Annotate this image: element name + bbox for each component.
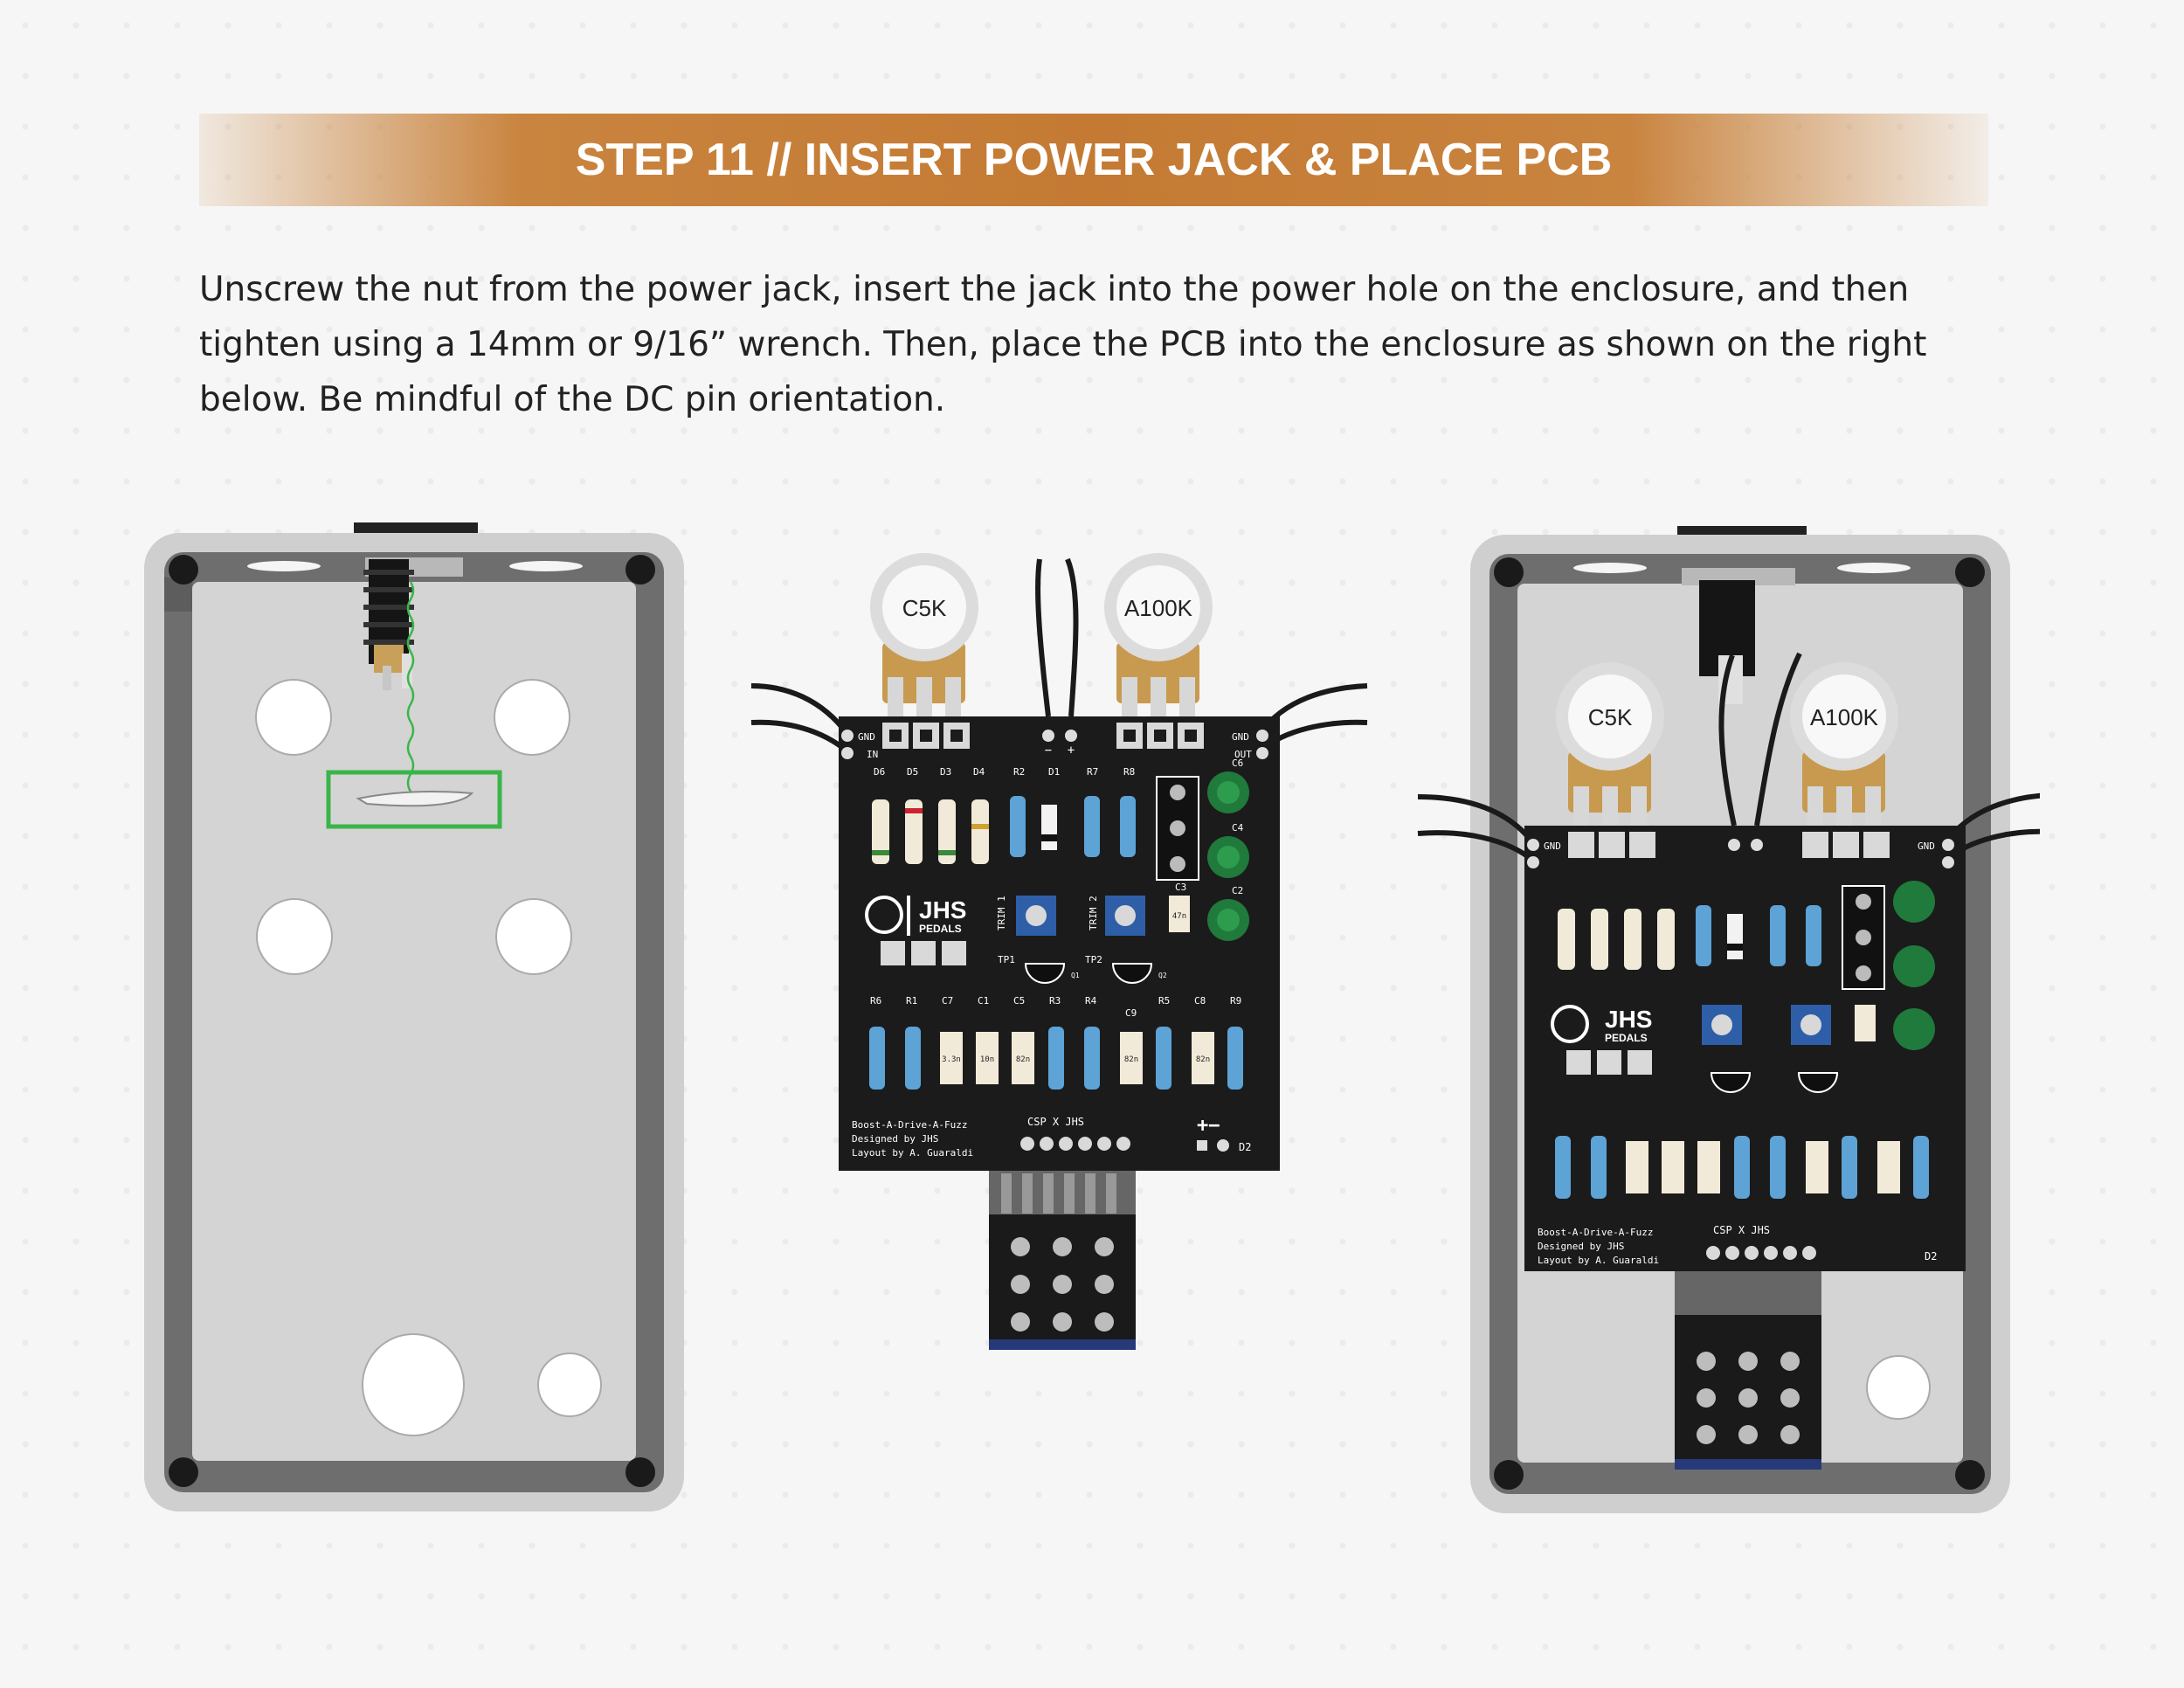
svg-text:C8: C8: [1194, 995, 1206, 1007]
svg-text:C7: C7: [942, 995, 953, 1007]
svg-text:82n: 82n: [1124, 1055, 1138, 1064]
svg-text:A100K: A100K: [1124, 595, 1193, 621]
svg-text:GND: GND: [1544, 841, 1561, 852]
svg-text:D4: D4: [973, 766, 985, 778]
svg-text:C1: C1: [978, 995, 989, 1007]
svg-text:GND: GND: [858, 731, 875, 743]
svg-text:IN: IN: [867, 749, 878, 760]
svg-text:C4: C4: [1232, 822, 1244, 834]
svg-text:Boost-A-Drive-A-Fuzz: Boost-A-Drive-A-Fuzz: [852, 1119, 967, 1131]
svg-text:C2: C2: [1232, 885, 1243, 896]
enclosure-with-power-jack: [144, 522, 684, 1512]
svg-text:Layout by A. Guaraldi: Layout by A. Guaraldi: [1538, 1255, 1659, 1266]
step-title: STEP 11 // INSERT POWER JACK & PLACE PCB: [575, 135, 1613, 185]
svg-text:Layout by A. Guaraldi: Layout by A. Guaraldi: [852, 1147, 973, 1159]
pcb-assembly: C5K A100K − + GND IN GND OUT D6 D5 D3 D4…: [750, 553, 1368, 1350]
svg-text:82n: 82n: [1016, 1055, 1030, 1064]
svg-text:PEDALS: PEDALS: [919, 923, 962, 935]
svg-text:CSP X JHS: CSP X JHS: [1713, 1224, 1770, 1236]
svg-text:JHS: JHS: [1605, 1006, 1652, 1033]
svg-text:R7: R7: [1087, 766, 1098, 778]
svg-text:JHS: JHS: [919, 896, 966, 924]
svg-text:−: −: [1045, 744, 1052, 758]
jhs-logo: JHS PEDALS: [865, 896, 966, 936]
svg-text:Designed by JHS: Designed by JHS: [1538, 1241, 1624, 1252]
svg-text:Designed by JHS: Designed by JHS: [852, 1133, 938, 1145]
svg-text:R8: R8: [1123, 766, 1135, 778]
svg-text:C9: C9: [1125, 1007, 1137, 1019]
power-jack: [363, 557, 463, 806]
svg-text:+: +: [1068, 744, 1075, 758]
svg-text:C6: C6: [1232, 758, 1243, 769]
svg-text:C5K: C5K: [902, 595, 947, 621]
enclosure-with-pcb: C5K A100K GND GND JHS PEDALS: [1417, 526, 2040, 1513]
svg-text:D6: D6: [874, 766, 885, 778]
pot-c5k: C5K: [870, 553, 978, 730]
svg-text:D1: D1: [1048, 766, 1060, 778]
svg-text:TRIM 1: TRIM 1: [996, 896, 1007, 930]
svg-text:R9: R9: [1230, 995, 1241, 1007]
svg-text:D3: D3: [940, 766, 951, 778]
svg-text:A100K: A100K: [1810, 704, 1879, 730]
svg-text:PEDALS: PEDALS: [1605, 1032, 1648, 1044]
svg-text:D2: D2: [1925, 1250, 1937, 1263]
svg-text:+−: +−: [1197, 1115, 1220, 1137]
svg-text:OUT: OUT: [1234, 749, 1252, 760]
svg-text:TRIM 2: TRIM 2: [1088, 896, 1099, 930]
svg-text:Q1: Q1: [1071, 972, 1080, 979]
svg-text:R4: R4: [1085, 995, 1097, 1007]
svg-text:3.3n: 3.3n: [942, 1055, 961, 1064]
svg-text:C5K: C5K: [1588, 704, 1633, 730]
dc-pin-highlight: [326, 770, 502, 829]
dc-connector: [989, 1171, 1136, 1350]
step-banner: STEP 11 // INSERT POWER JACK & PLACE PCB: [199, 114, 1988, 206]
instruction-text: Unscrew the nut from the power jack, ins…: [199, 270, 1927, 419]
svg-text:GND: GND: [1918, 841, 1935, 852]
svg-text:CSP X JHS: CSP X JHS: [1027, 1116, 1084, 1128]
svg-text:D2: D2: [1239, 1141, 1251, 1153]
svg-text:R6: R6: [870, 995, 881, 1007]
svg-text:GND: GND: [1232, 731, 1249, 743]
svg-text:Q2: Q2: [1158, 972, 1167, 979]
pot-a100k: A100K: [1104, 553, 1213, 730]
svg-text:R1: R1: [906, 995, 917, 1007]
svg-text:47n: 47n: [1172, 912, 1186, 921]
svg-text:C3: C3: [1175, 882, 1186, 893]
svg-text:R2: R2: [1013, 766, 1025, 778]
svg-text:Boost-A-Drive-A-Fuzz: Boost-A-Drive-A-Fuzz: [1538, 1227, 1653, 1238]
svg-text:R3: R3: [1049, 995, 1061, 1007]
svg-text:82n: 82n: [1196, 1055, 1210, 1064]
svg-text:10n: 10n: [980, 1055, 994, 1064]
svg-text:TP2: TP2: [1085, 954, 1102, 965]
svg-text:R5: R5: [1158, 995, 1170, 1007]
svg-text:TP1: TP1: [998, 954, 1015, 965]
svg-text:C5: C5: [1013, 995, 1025, 1007]
svg-text:D5: D5: [907, 766, 918, 778]
